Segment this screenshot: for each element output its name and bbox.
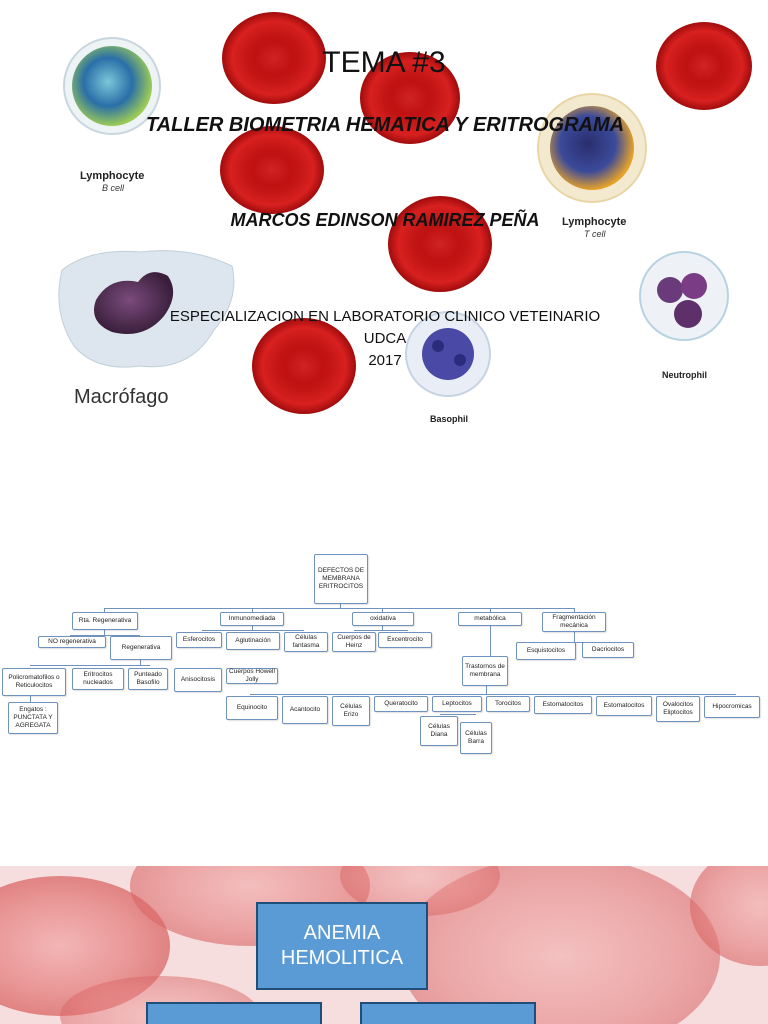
node-dacriocitos: Dacriocitos xyxy=(582,642,634,658)
anemia-hemolitica-slide: ANEMIA HEMOLITICA xyxy=(0,866,768,1024)
node-cuerpos-heinz: Cuerpos de Heinz xyxy=(332,632,376,652)
blood-cells-background xyxy=(0,866,768,1024)
connector xyxy=(104,608,574,609)
cells-illustration xyxy=(58,12,752,414)
node-esquistocitos: Esquistocitos xyxy=(516,642,576,660)
university-line: UDCA xyxy=(363,330,407,347)
node-celulas-erizo: Células Erizo xyxy=(332,696,370,726)
node-estomatocitos-1: Estomatocitos xyxy=(534,696,592,714)
node-leptocitos: Leptocitos xyxy=(432,696,482,712)
connector xyxy=(252,608,253,612)
connector xyxy=(250,694,736,695)
node-excentrocito: Excentrocito xyxy=(378,632,432,648)
root-node: DEFECTOS DE MEMBRANA ERITROCITOS xyxy=(314,554,368,604)
title-line-1: ANEMIA xyxy=(303,922,381,944)
basophil-image xyxy=(405,311,491,397)
author-name: MARCOS EDINSON RAMIREZ PEÑA xyxy=(230,210,540,230)
connector xyxy=(70,635,140,636)
node-celulas-fantasma: Células fantasma xyxy=(284,632,328,652)
red-blood-cell xyxy=(252,318,356,414)
anemia-hemolitica-box: ANEMIA HEMOLITICA xyxy=(256,902,428,990)
node-celulas-diana: Células Diana xyxy=(420,716,458,746)
title-slide: TEMA #3 TALLER BIOMETRIA HEMATICA Y ERIT… xyxy=(0,0,768,440)
red-blood-cell xyxy=(222,12,326,104)
node-no-regenerativa: NO regenerativa xyxy=(38,636,106,648)
specialization-text: ESPECIALIZACION EN LABORATORIO CLINICO V… xyxy=(150,306,620,372)
node-hipocromicas: Hipocromicas xyxy=(704,696,760,718)
membrane-defects-diagram: DEFECTOS DE MEMBRANA ERITROCITOS Rta. Re… xyxy=(0,440,768,866)
taller-title: TALLER BIOMETRIA HEMATICA Y ERITROGRAMA xyxy=(145,114,625,136)
lymphocyte-t-cell-image xyxy=(537,93,647,203)
red-blood-cell xyxy=(656,22,752,110)
node-aglutinacion: Aglutinación xyxy=(226,632,280,650)
caption-basophil: Basophil xyxy=(430,414,469,424)
caption-lymphocyte-t: Lymphocyte T cell xyxy=(562,216,626,240)
caption-sub: T cell xyxy=(584,229,606,239)
tema-title: TEMA #3 xyxy=(322,46,446,79)
connector xyxy=(574,608,575,612)
connector xyxy=(140,660,141,665)
node-ovalocitos: Ovalocitos Eliptocitos xyxy=(656,696,700,722)
node-rta: Rta. Regenerativa xyxy=(72,612,138,630)
connector xyxy=(340,604,341,608)
node-engatos: Engatos : PUNCTATA Y AGREGATA xyxy=(8,702,58,734)
caption-neutrophil: Neutrophil xyxy=(662,370,707,380)
node-eritrocitos-nucleados: Eritrocitos nucleados xyxy=(72,668,124,690)
node-celulas-barra: Células Barra xyxy=(460,722,492,754)
node-punteado-basofilo: Punteado Basofilo xyxy=(128,668,168,690)
node-trastornos-membrana: Trastornos de membrana xyxy=(462,656,508,686)
node-torocitos: Torocitos xyxy=(486,696,530,712)
node-anisocitosis: Anisocitosis xyxy=(174,668,222,692)
node-fragmentacion-mecanica: Fragmentación mecánica xyxy=(542,612,606,632)
connector xyxy=(202,630,304,631)
node-howell-jolly: Cuerpos Howell Jolly xyxy=(226,668,278,684)
node-inmunomediada: Inmunomediada xyxy=(220,612,284,626)
sub-box-left xyxy=(146,1002,322,1024)
node-queratocito: Queratocito xyxy=(374,696,428,712)
connector xyxy=(252,626,253,630)
node-oxidativa: oxidativa xyxy=(352,612,414,626)
connector xyxy=(354,630,408,631)
connector xyxy=(490,626,491,656)
caption-sub: B cell xyxy=(102,183,125,193)
connector xyxy=(30,665,150,666)
red-blood-cell xyxy=(360,52,460,144)
lymphocyte-b-cell-image xyxy=(63,37,161,135)
connector xyxy=(486,686,487,694)
node-policromatofilos: Policromatofilos o Reticulocitos xyxy=(2,668,66,696)
red-blood-cell xyxy=(220,126,324,214)
caption-macrofago: Macrófago xyxy=(74,386,169,408)
node-estomatocitos-2: Estomatocitos xyxy=(596,696,652,716)
connector xyxy=(546,642,608,643)
title-line-2: HEMOLITICA xyxy=(280,947,404,969)
neutrophil-image xyxy=(639,251,729,341)
node-metabolica: metabólica xyxy=(458,612,522,626)
caption-label: Lymphocyte xyxy=(80,170,145,182)
connector xyxy=(104,608,105,612)
year-line: 2017 xyxy=(368,352,402,369)
node-regenerativa: Regenerativa xyxy=(110,636,172,660)
specialization-line: ESPECIALIZACION EN LABORATORIO CLINICO V… xyxy=(169,308,601,325)
connector xyxy=(382,608,383,612)
connector xyxy=(490,608,491,612)
connector xyxy=(382,626,383,630)
connector xyxy=(104,630,105,635)
red-blood-cell xyxy=(388,196,492,292)
macrophage-image xyxy=(58,250,235,368)
connector xyxy=(440,714,476,715)
caption-label: Lymphocyte xyxy=(562,216,627,228)
node-esferocitos: Esferocitos xyxy=(176,632,222,648)
node-acantocito: Acantocito xyxy=(282,696,328,724)
connector xyxy=(30,696,31,702)
node-equinocito: Equinocito xyxy=(226,696,278,720)
sub-box-right xyxy=(360,1002,536,1024)
connector xyxy=(574,628,575,642)
caption-lymphocyte-b: Lymphocyte B cell xyxy=(80,170,144,194)
